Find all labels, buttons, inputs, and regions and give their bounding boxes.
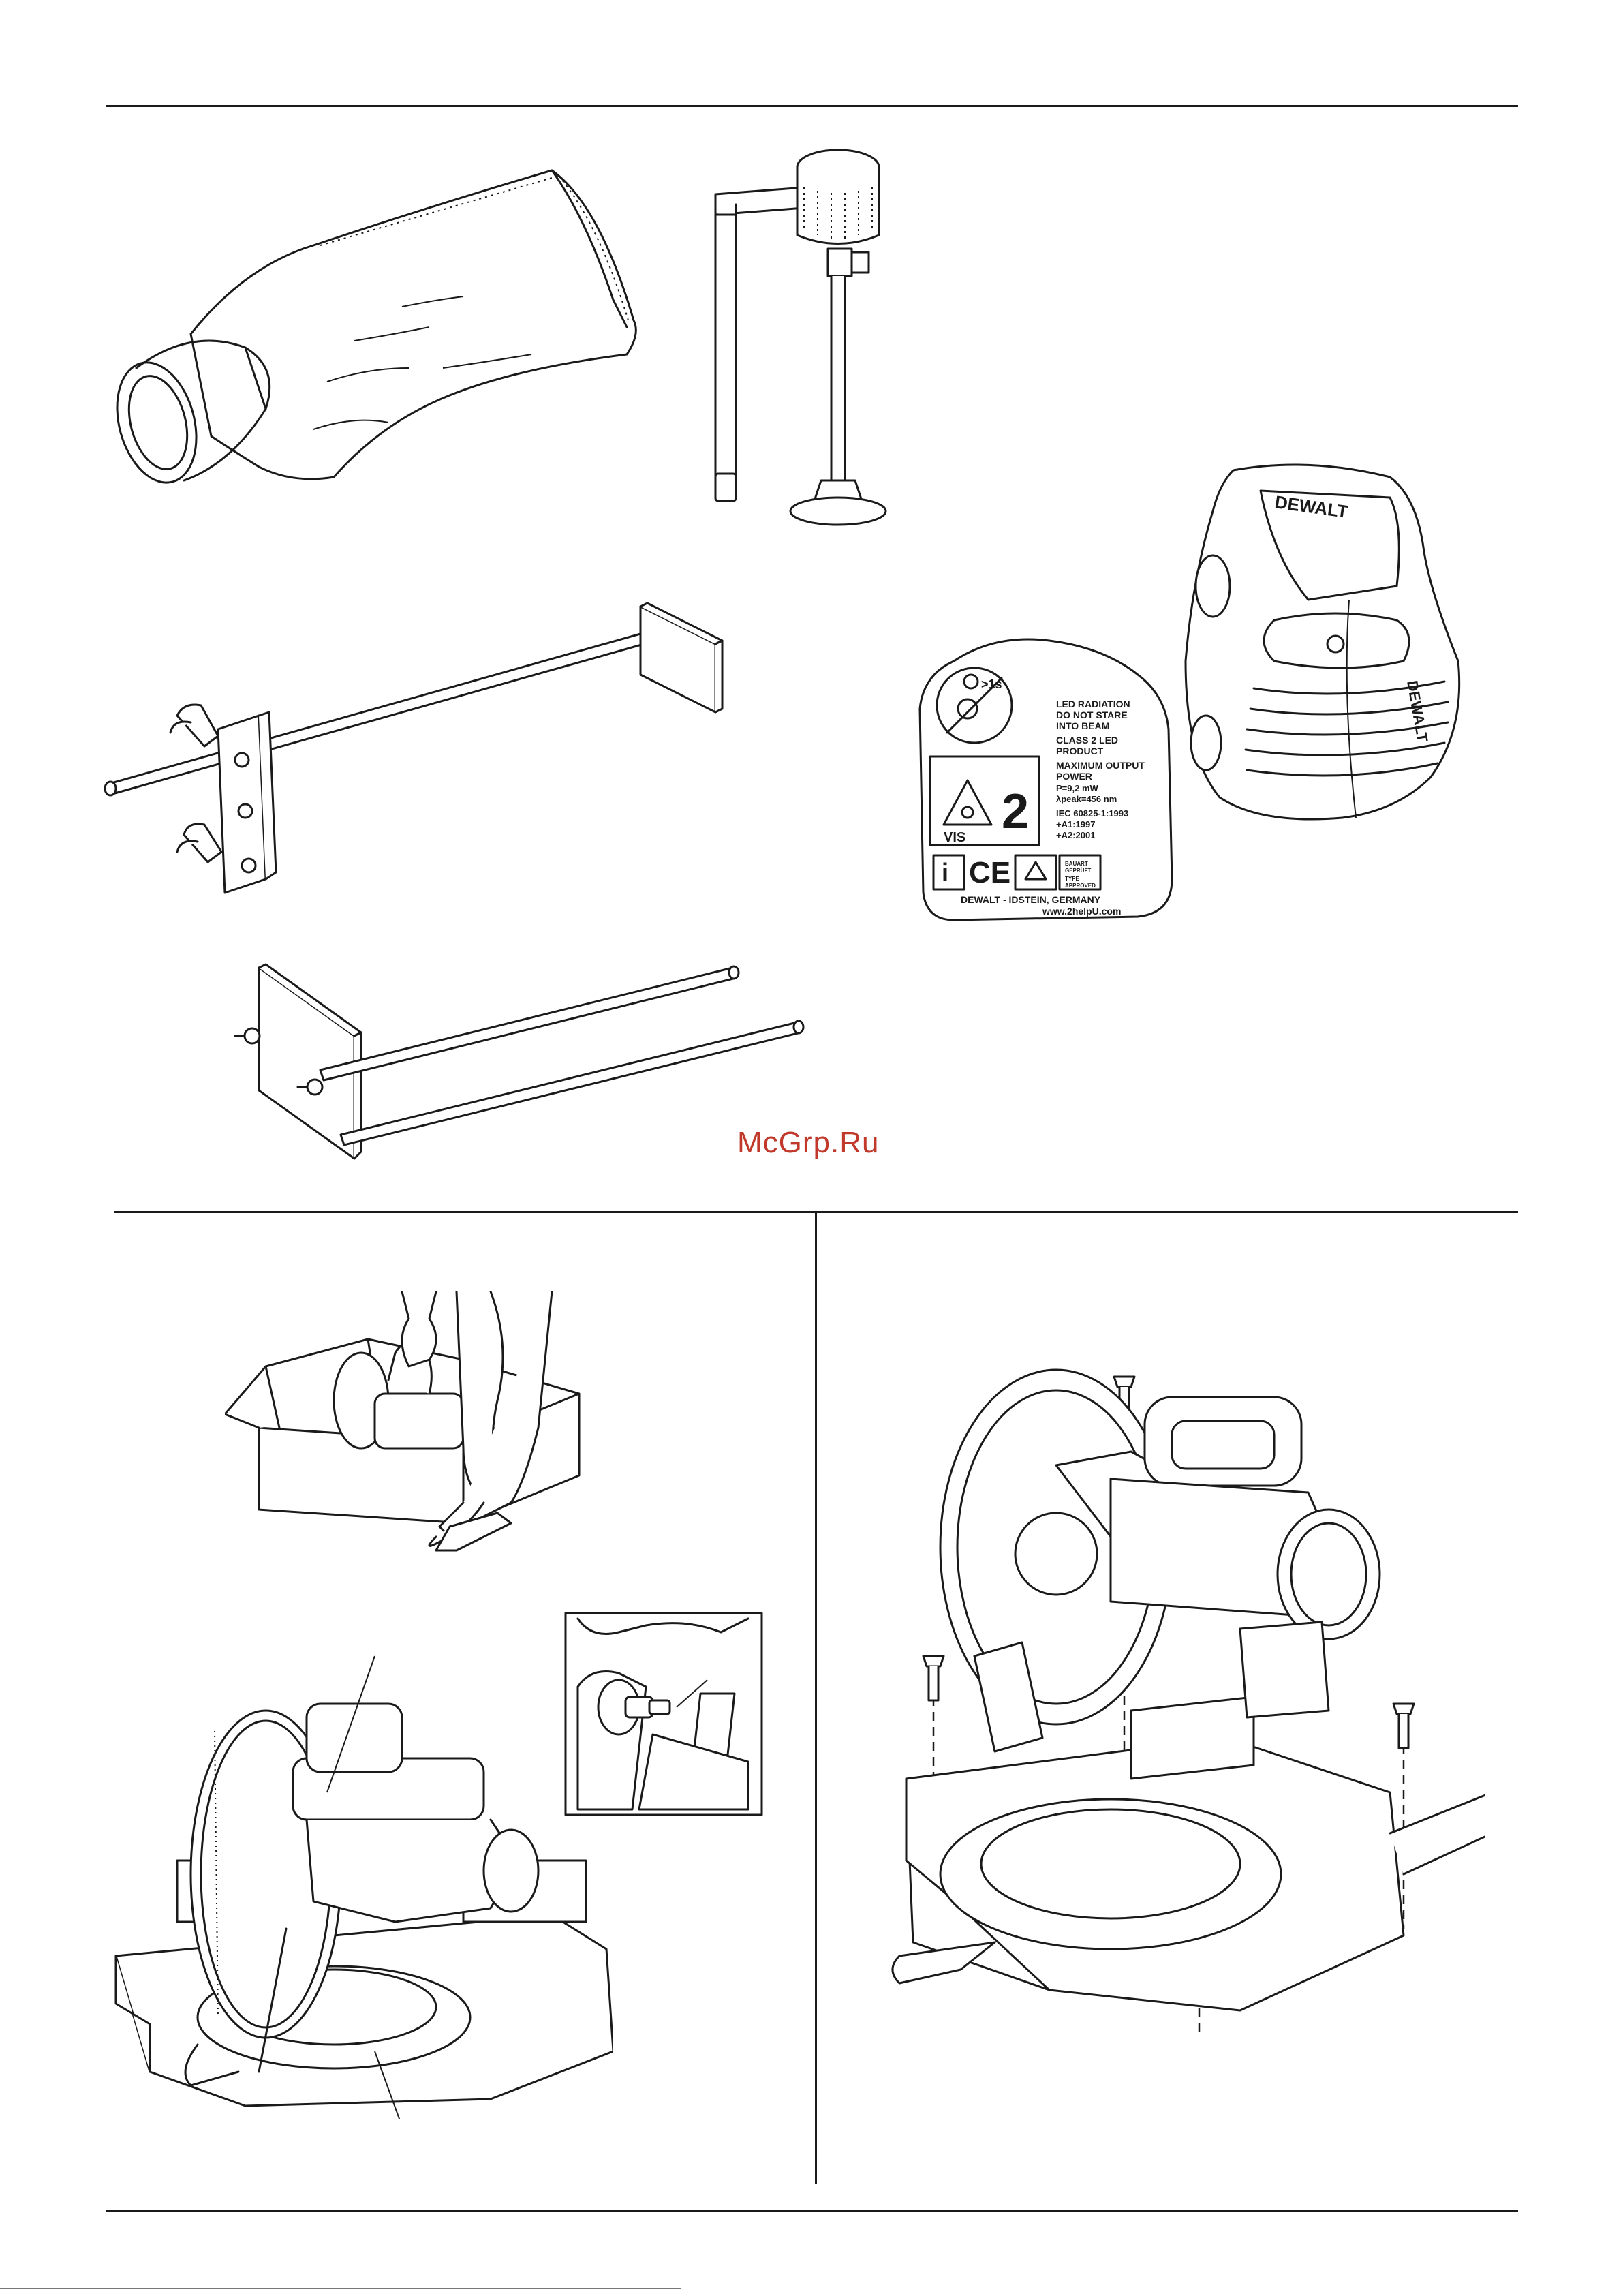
led-warning-label: >1s 2 VIS LED RADIATION DO NOT STARE INT… — [913, 634, 1179, 927]
svg-text:PRODUCT: PRODUCT — [1056, 746, 1104, 756]
svg-text:+A1:1997: +A1:1997 — [1056, 819, 1095, 829]
bottom-rule — [106, 2210, 1518, 2212]
miter-saw-carry-illustration — [109, 1636, 613, 2119]
svg-text:APPROVED: APPROVED — [1065, 883, 1096, 889]
bench-mounting-illustration — [886, 1356, 1485, 2106]
vis-text: VIS — [944, 830, 965, 845]
class-number: 2 — [1002, 784, 1029, 839]
svg-text:DO NOT STARE: DO NOT STARE — [1056, 709, 1128, 720]
ce-mark: CE — [969, 856, 1010, 889]
footer-rule-left — [0, 2288, 681, 2289]
info-symbol: i — [942, 858, 948, 886]
watermark-text: McGrp.Ru — [737, 1126, 879, 1160]
lock-pin-inset — [564, 1612, 763, 1816]
svg-text:LED RADIATION: LED RADIATION — [1056, 699, 1130, 709]
beam-time-symbol: >1s — [981, 677, 1002, 691]
dust-bag-illustration — [109, 164, 647, 491]
svg-text:MAXIMUM OUTPUT: MAXIMUM OUTPUT — [1056, 760, 1145, 771]
manufacturer-text: DEWALT - IDSTEIN, GERMANY — [961, 894, 1101, 905]
website-text: www.2helpU.com — [1042, 906, 1121, 917]
svg-text:POWER: POWER — [1056, 771, 1092, 782]
svg-text:CLASS 2 LED: CLASS 2 LED — [1056, 735, 1118, 746]
rod-stop-illustration — [232, 961, 811, 1179]
work-stop-illustration — [102, 593, 736, 906]
unpacking-illustration — [225, 1291, 654, 1571]
svg-text:TYPE: TYPE — [1065, 876, 1080, 882]
svg-text:P=9,2 mW: P=9,2 mW — [1056, 783, 1099, 793]
svg-text:INTO BEAM: INTO BEAM — [1056, 720, 1109, 731]
svg-text:BAUART: BAUART — [1065, 861, 1088, 867]
svg-text:IEC 60825-1:1993: IEC 60825-1:1993 — [1056, 808, 1128, 818]
svg-text:+A2:2001: +A2:2001 — [1056, 830, 1095, 840]
vertical-divider — [815, 1211, 817, 2184]
svg-text:λpeak=456 nm: λpeak=456 nm — [1056, 794, 1117, 804]
material-clamp-illustration — [702, 140, 940, 542]
top-rule — [106, 105, 1518, 107]
led-worklight-illustration: DEWALT DEWALT — [1172, 457, 1472, 838]
svg-text:GEPRÜFT: GEPRÜFT — [1065, 868, 1091, 874]
